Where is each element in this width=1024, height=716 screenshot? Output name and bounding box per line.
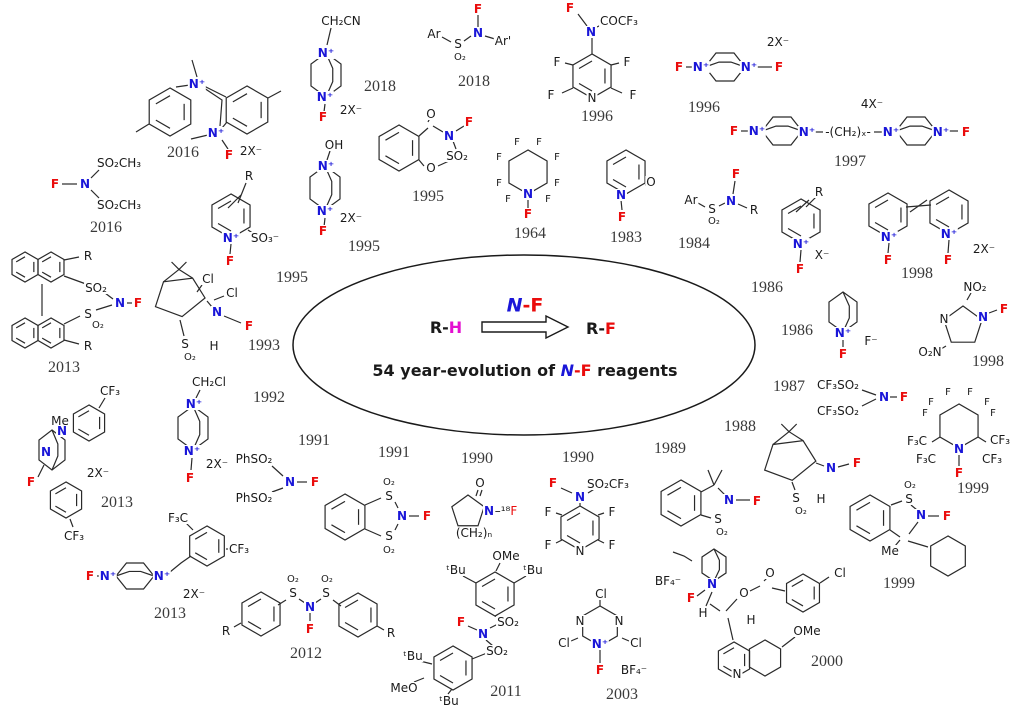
structure-dichlorocamphor-sultam-nf (154, 261, 242, 337)
structure-lactam-n18f (451, 489, 485, 527)
structure-bis-r-arylsulfonyl-nf (233, 591, 385, 638)
structure-fluoro-2-pyridone (606, 149, 651, 211)
structure-bis-fluoropyridinium (868, 189, 969, 254)
structure-f-dabco-ch2cn (310, 27, 342, 113)
structure-nf-cinchona-alkaloid (672, 548, 830, 679)
structure-fn-bis-methanesulfonyl (62, 169, 100, 199)
structure-bis-phenylsulfonyl-nf (271, 465, 307, 493)
structure-f-dabco-ch2cl (177, 389, 209, 471)
structure-evolution-ellipse (292, 254, 756, 436)
structure-binaphthyl-disulfonimide-nf (11, 251, 132, 349)
structure-perfluoropiperidine-nf (508, 149, 548, 208)
structure-benzodithiazole-tetraoxide-nf (324, 493, 419, 541)
structure-bis-triflyl-nf (861, 389, 897, 407)
structure-bis-f-dabco (686, 52, 772, 82)
structure-dibenzodiazocine-difluoride (135, 59, 282, 150)
reaction-arrow-icon (481, 314, 570, 340)
structure-dinitroimidazole-nf (940, 292, 998, 350)
structure-arylsulfonyl-nf-r (697, 180, 748, 209)
structure-arylsulfonyl-nf-aryl (441, 15, 496, 43)
structure-camphor-sultam-nf (763, 423, 850, 491)
structure-f-dabco-bis-cf3-benzyl (97, 522, 232, 590)
structure-fluoroquinuclidinium-fluoride (828, 291, 858, 347)
structure-tetrakis-cf3-piperidine-nf (931, 403, 987, 466)
structure-bis-arylsulfonyl-tbu-nf (413, 562, 527, 695)
structure-tetrafluoropyridyl-nf-cocf3 (561, 13, 623, 99)
structure-tetrafluoropyridyl-nf-so2cf3 (555, 487, 605, 551)
structure-fluoropyridinium-sulfonate (211, 182, 255, 255)
structure-me-cyclohexyl-benzisothiazole-nf (849, 494, 966, 577)
structure-trichlorotriazinium-nf (570, 600, 630, 663)
structure-bis-dabco-alkyl-chain (741, 116, 958, 146)
structure-quinuclidine-bis-cf3-aryl (37, 397, 106, 528)
structure-dimethyl-benzisothiazole-nf (660, 469, 750, 527)
structure-f-dabco-oh (309, 150, 341, 228)
structure-fluoropyridinium-r (781, 196, 821, 263)
structure-benzoxathiazinone-nf (378, 117, 465, 172)
